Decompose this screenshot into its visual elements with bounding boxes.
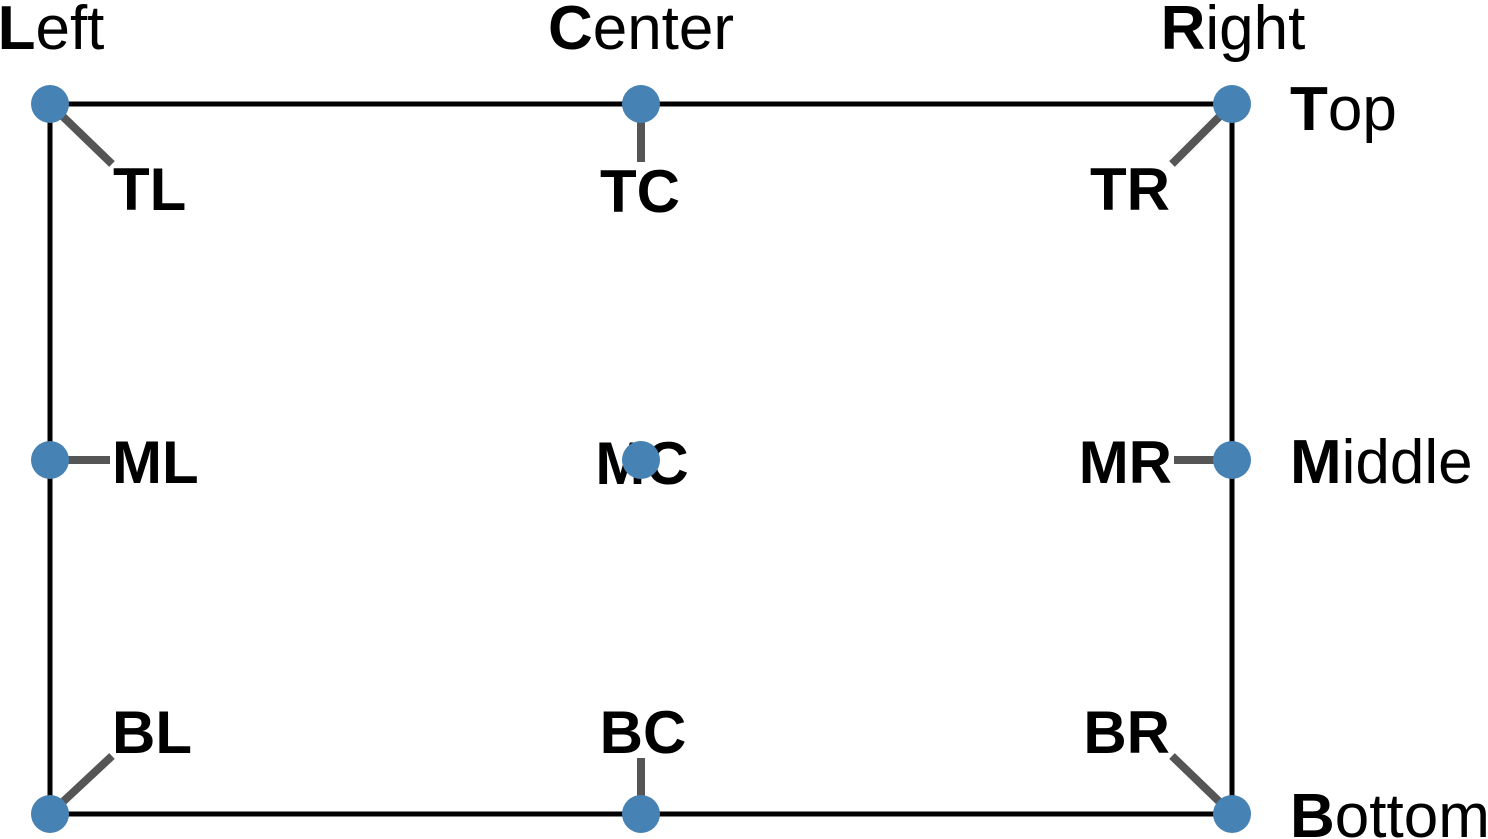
column-header-center-rest: enter [593, 0, 734, 63]
column-header-right-rest: ight [1205, 0, 1305, 63]
row-header-bottom-rest: ottom [1335, 782, 1488, 839]
row-header-top: Top [1290, 75, 1397, 144]
column-header-left-rest: eft [35, 0, 104, 63]
column-header-left: Left [0, 0, 104, 63]
row-header-bottom: Bottom [1290, 782, 1488, 839]
column-headers: Left Center Right [0, 0, 1305, 63]
row-header-bottom-initial: B [1290, 782, 1335, 839]
anchor-label-tc: TC [600, 158, 680, 225]
anchor-point-br [1213, 795, 1251, 833]
anchor-point-tr [1213, 85, 1251, 123]
row-header-top-rest: op [1328, 75, 1397, 144]
anchor-point-bl [31, 795, 69, 833]
anchor-label-br: BR [1083, 699, 1170, 766]
anchor-point-mr [1213, 441, 1251, 479]
column-header-center: Center [548, 0, 734, 63]
anchor-point-mc [622, 441, 660, 479]
row-header-top-initial: T [1290, 75, 1328, 144]
anchor-label-tr: TR [1090, 156, 1170, 223]
anchor-label-mr: MR [1079, 429, 1172, 496]
row-headers: Top Middle Bottom [1290, 75, 1488, 839]
column-header-center-initial: C [548, 0, 593, 63]
anchor-label-tl: TL [113, 156, 186, 223]
row-header-middle-rest: iddle [1342, 428, 1473, 497]
anchor-point-ml [31, 441, 69, 479]
row-header-middle: Middle [1290, 428, 1473, 497]
anchor-point-tc [622, 85, 660, 123]
anchor-label-ml: ML [112, 429, 199, 496]
anchor-label-bc: BC [600, 699, 687, 766]
anchor-point-tl [31, 85, 69, 123]
anchor-label-bl: BL [112, 699, 192, 766]
column-header-right: Right [1161, 0, 1306, 63]
column-header-right-initial: R [1161, 0, 1206, 63]
anchor-point-bc [622, 795, 660, 833]
row-header-middle-initial: M [1290, 428, 1342, 497]
anchor-points [31, 85, 1251, 833]
anchor-labels: TL TC TR ML MR BL BC BR [112, 156, 1172, 766]
column-header-left-initial: L [0, 0, 35, 63]
